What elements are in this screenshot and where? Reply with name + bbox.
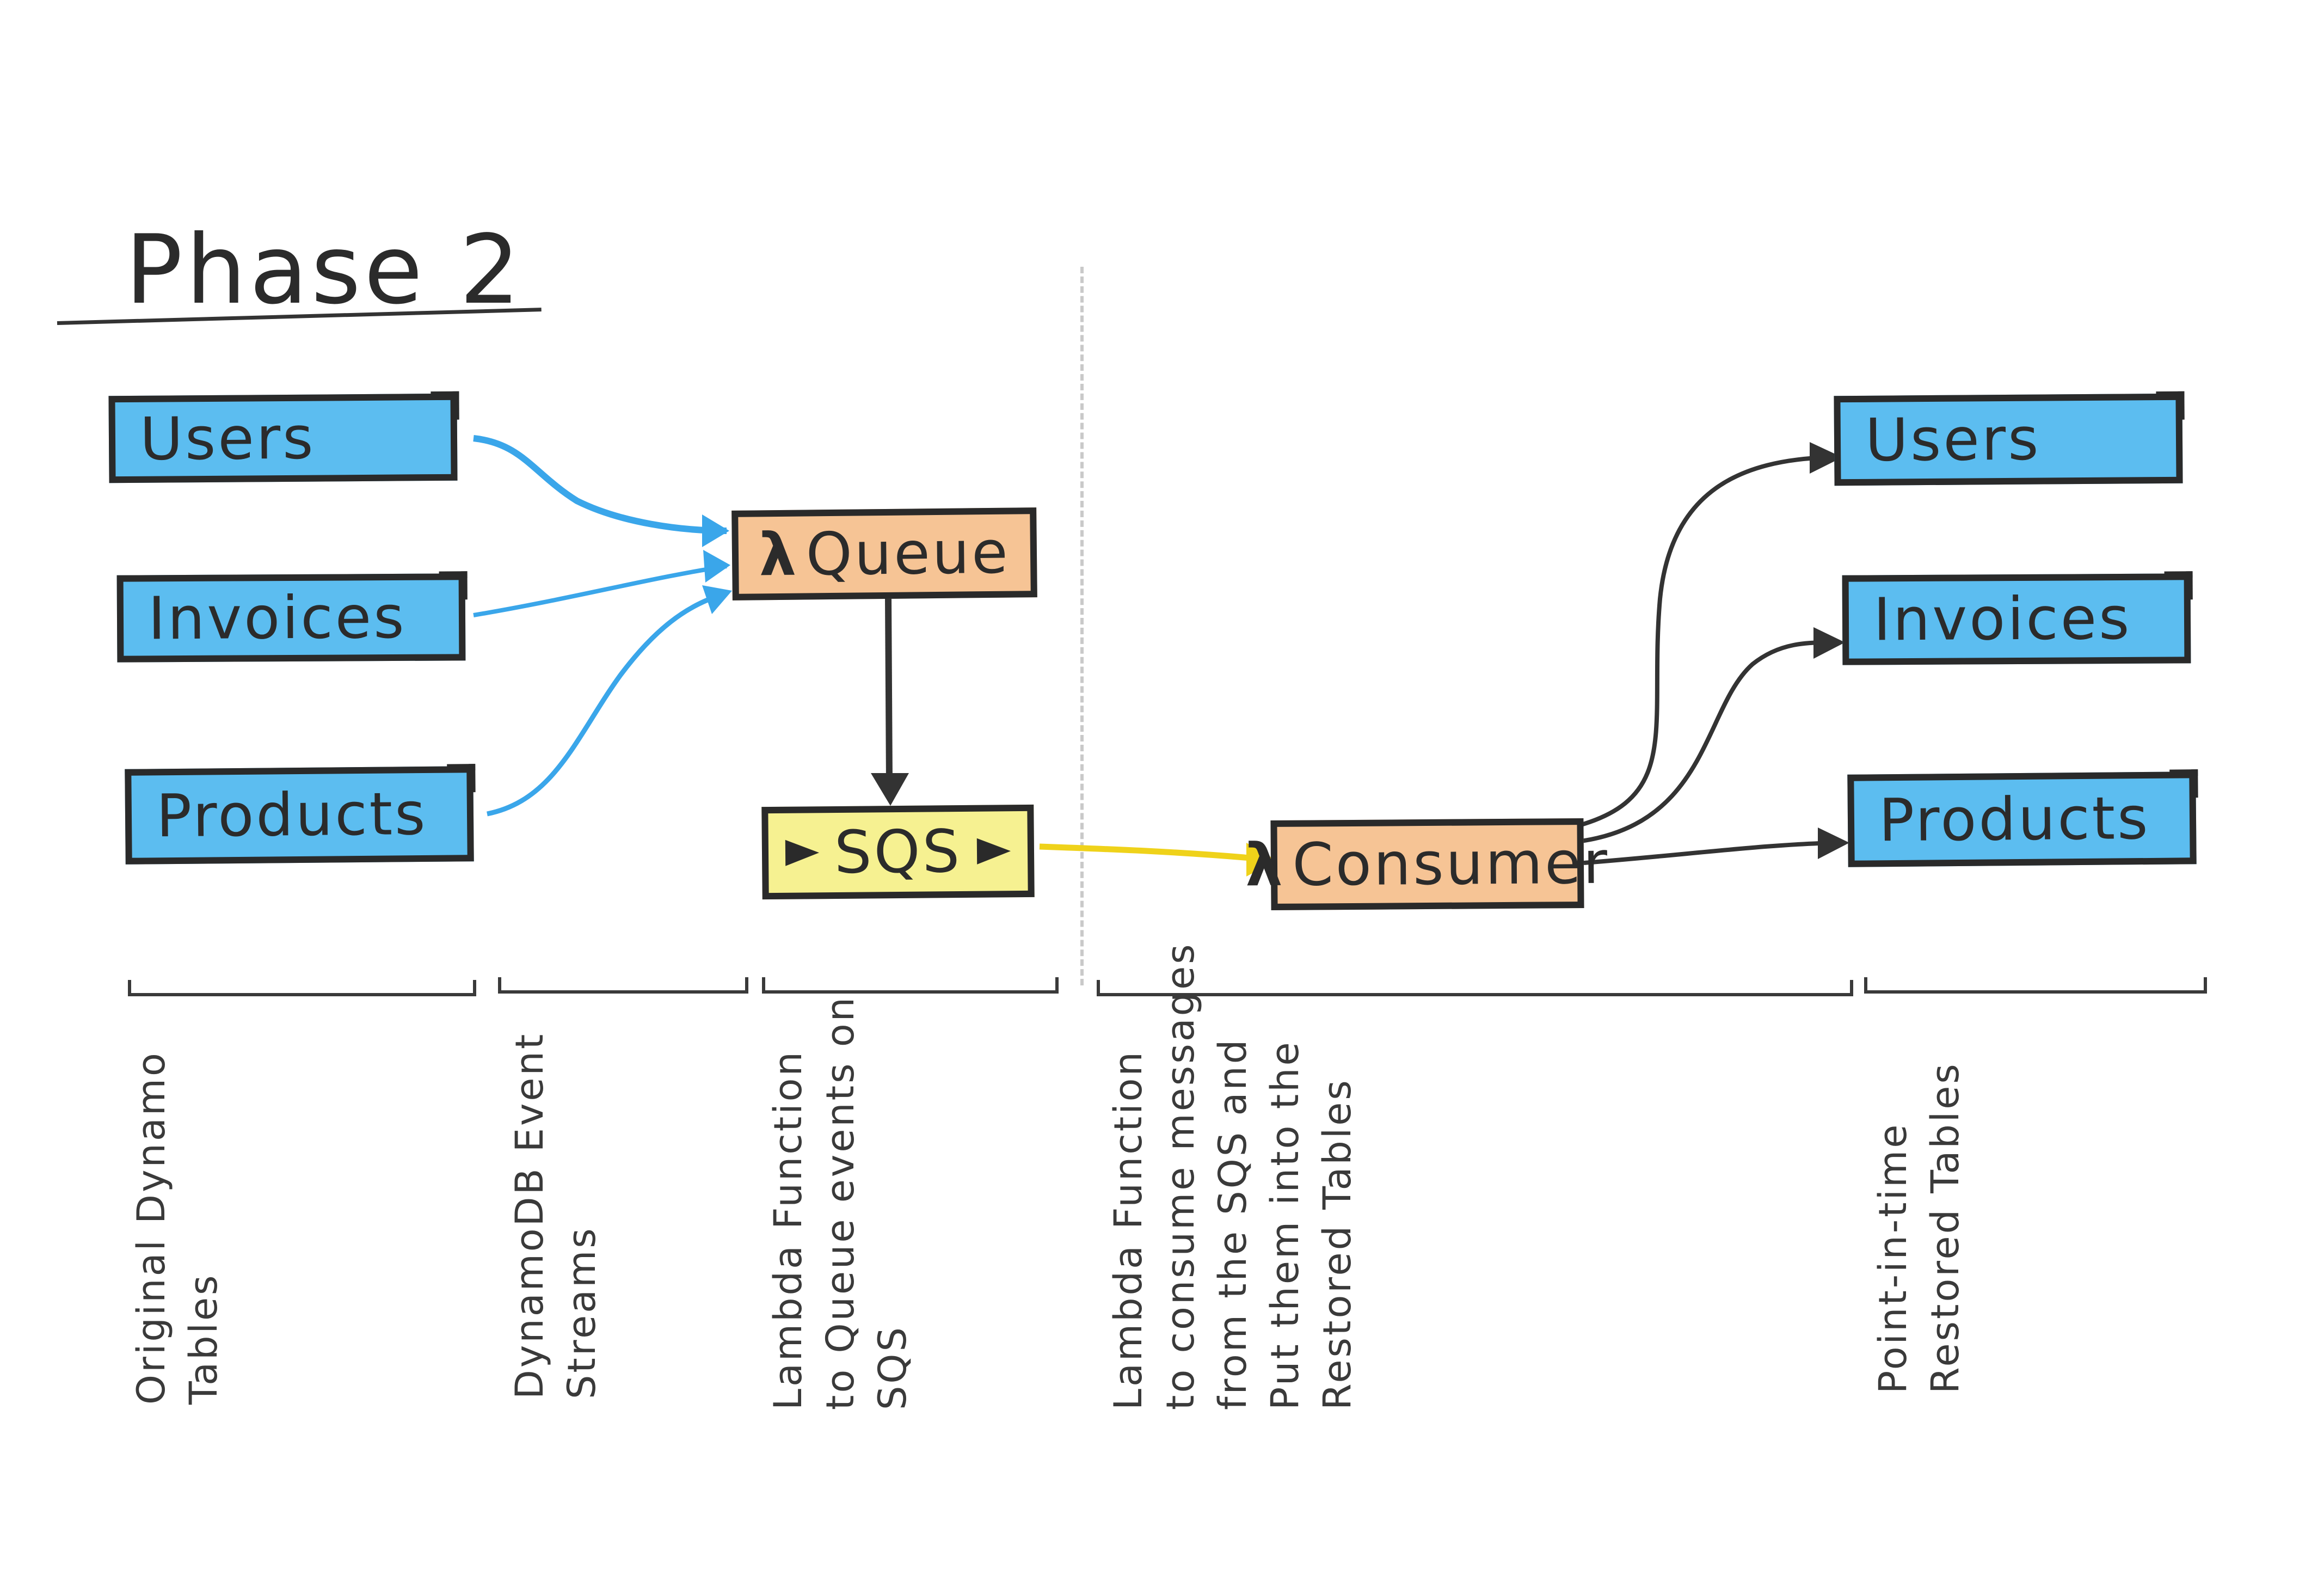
restored-table-invoices-label: Invoices — [1873, 584, 2132, 654]
arrowhead-queue-sqs — [871, 773, 909, 806]
caption-line: Tables — [181, 1273, 226, 1405]
source-table-products-label: Products — [156, 780, 428, 851]
restored-table-users: Users — [1834, 393, 2183, 486]
source-table-users-label: Users — [139, 404, 316, 474]
consumer-lambda-box: λ Consumer — [1245, 818, 1609, 911]
consumer-lambda-label: Consumer — [1292, 829, 1610, 899]
restored-table-products: Products — [1847, 771, 2197, 867]
play-icon — [976, 838, 1011, 865]
caption-line: Original Dynamo — [129, 1051, 174, 1405]
bracket-queue-lambda — [762, 977, 1059, 994]
queue-to-sqs-arrow — [885, 597, 893, 785]
arrowhead-consumer-users — [1810, 442, 1842, 474]
caption-line: SQS — [870, 1325, 915, 1410]
caption-line: from the SQS and — [1210, 1037, 1255, 1410]
caption-line: to consume messages — [1158, 942, 1203, 1410]
caption-line: Lambda Function — [766, 1050, 810, 1410]
caption-restored-tables: Point-in-time Restored Tables — [1867, 1062, 1971, 1394]
play-icon — [785, 839, 820, 866]
consumer-to-products-arrow — [1583, 841, 1840, 865]
source-table-invoices: Invoices — [116, 573, 466, 663]
restored-table-products-label: Products — [1878, 784, 2150, 855]
bracket-event-streams — [498, 977, 748, 994]
arrowhead-products — [702, 585, 732, 614]
lambda-icon: λ — [758, 520, 799, 590]
bracket-restored-tables — [1864, 977, 2207, 994]
caption-line: Point-in-time — [1871, 1122, 1915, 1394]
bracket-original-tables — [128, 980, 476, 996]
bracket-consumer-lambda — [1097, 980, 1853, 996]
caption-consumer-lambda: Lambda Function to consume messages from… — [1102, 942, 1363, 1410]
caption-line: Lambda Function — [1106, 1050, 1151, 1410]
restored-table-invoices: Invoices — [1842, 573, 2191, 665]
caption-line: Streams — [560, 1226, 604, 1399]
stream-arrow-products — [487, 591, 728, 817]
caption-line: Restored Tables — [1315, 1078, 1360, 1410]
diagram-title: Phase 2 — [125, 215, 524, 326]
arrowhead-users — [702, 514, 729, 547]
caption-queue-lambda: Lambda Function to Queue events on SQS — [762, 995, 919, 1410]
queue-lambda-label: Queue — [806, 518, 1011, 589]
arrowhead-invoices — [703, 550, 730, 583]
caption-line: Restored Tables — [1923, 1062, 1968, 1394]
sqs-to-consumer-arrow — [1039, 843, 1263, 862]
caption-line: to Queue events on — [818, 995, 863, 1410]
caption-original-tables: Original Dynamo Tables — [125, 1051, 230, 1405]
consumer-to-users-arrow — [1580, 455, 1829, 827]
stream-arrow-invoices — [473, 564, 727, 617]
phase-divider — [1080, 267, 1084, 985]
source-table-invoices-label: Invoices — [147, 583, 407, 653]
queue-lambda-box: λ Queue — [731, 507, 1037, 600]
consumer-to-invoices-arrow — [1581, 640, 1835, 843]
stream-arrow-users — [473, 435, 727, 534]
caption-event-streams: DynamoDB Event Streams — [503, 1032, 608, 1399]
arrowhead-consumer-products — [1818, 828, 1849, 859]
source-table-users: Users — [108, 393, 458, 483]
sqs-box: SQS — [761, 804, 1035, 900]
arrowhead-sqs-consumer — [1246, 843, 1276, 877]
caption-line: Put them into the — [1263, 1040, 1307, 1410]
sqs-label: SQS — [834, 817, 962, 887]
caption-line: DynamoDB Event — [507, 1032, 552, 1399]
lambda-icon: λ — [1245, 831, 1285, 900]
arrowhead-consumer-invoices — [1813, 627, 1845, 659]
restored-table-users-label: Users — [1865, 405, 2041, 475]
source-table-products: Products — [125, 766, 474, 865]
